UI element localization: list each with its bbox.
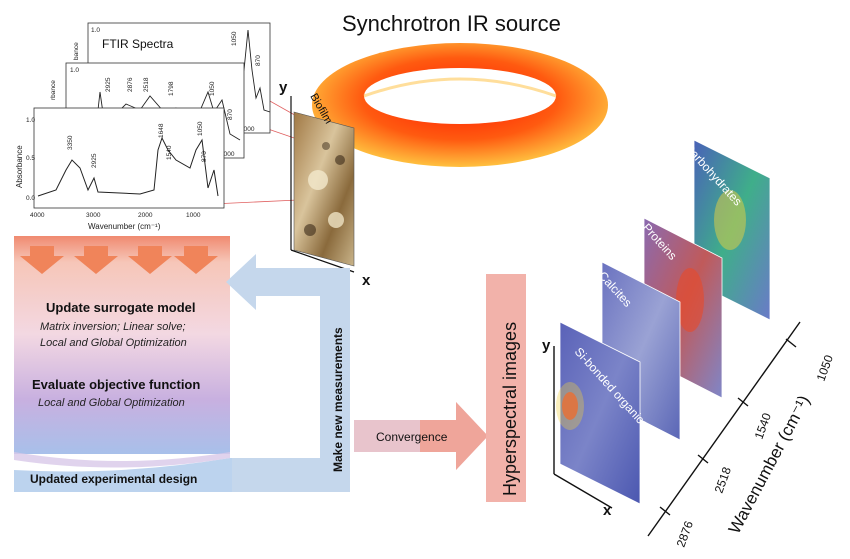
hyper-y-axis: y <box>542 337 551 354</box>
ftir-xlabel: Wavenumber (cm⁻¹) <box>88 222 161 231</box>
step1-line1: Matrix inversion; Linear solve; <box>40 321 186 333</box>
ftir-mid-ytick: 1.0 <box>70 67 79 74</box>
biofilm-x-axis: x <box>362 272 371 289</box>
wavenumber-tick: 2518 <box>712 465 734 495</box>
hyperspectral-stack: Carbohydrates Proteins Calcites Si-bonde… <box>542 139 836 549</box>
loop-arrow <box>226 254 350 492</box>
ftir-back-ytick: 1.0 <box>91 27 100 34</box>
biofilm-y-axis: y <box>279 79 288 96</box>
ftir-front-peak: 870 <box>201 151 208 162</box>
ftir-back-xtick: 1000 <box>240 126 255 133</box>
source-title: Synchrotron IR source <box>342 11 561 36</box>
hyperspectral-box: Hyperspectral images <box>486 274 526 502</box>
ftir-xtick: 2000 <box>138 212 153 219</box>
ftir-mid-peak: 1798 <box>168 81 175 96</box>
ftir-mid-peak: 1050 <box>209 81 216 96</box>
layer-si-bonded-organics: Si-bonded organics <box>556 321 651 505</box>
ftir-xtick: 4000 <box>30 212 45 219</box>
wavenumber-tick: 1540 <box>752 411 774 441</box>
ftir-front-peak: 3350 <box>67 135 74 150</box>
step2-line1: Local and Global Optimization <box>38 397 185 409</box>
ftir-back-peak: 1050 <box>231 31 238 46</box>
hyper-x-axis: x <box>603 502 612 519</box>
wavenumber-axis <box>647 321 801 537</box>
loop-label: Make new measurements <box>331 327 345 472</box>
ftir-spectra-stack: FTIR Spectra bance 1.0 1000 1050 870 rba… <box>15 22 271 231</box>
step3-title: Updated experimental design <box>30 472 197 486</box>
ftir-mid-peak: 2876 <box>127 77 134 92</box>
down-arrows <box>20 246 218 274</box>
wavenumber-tick: 2876 <box>674 519 696 549</box>
ftir-mid-peak: 2518 <box>143 77 150 92</box>
step2-title: Evaluate objective function <box>32 377 200 392</box>
ftir-ylabel: Absorbance <box>15 145 24 188</box>
ftir-front-panel <box>33 107 225 209</box>
ftir-ytick: 0.0 <box>26 195 35 202</box>
convergence-label: Convergence <box>376 430 448 444</box>
ftir-xtick: 1000 <box>186 212 201 219</box>
workflow-block: Update surrogate model Matrix inversion;… <box>14 236 350 492</box>
ftir-mid-peak: 2925 <box>105 77 112 92</box>
ftir-front-peak: 1540 <box>166 145 173 160</box>
biofilm-sample: Biofilm y x <box>279 79 371 289</box>
ftir-front-peak: 1050 <box>197 121 204 136</box>
step1-title: Update surrogate model <box>46 300 196 315</box>
ftir-mid-ylabel: rbance <box>50 80 57 100</box>
ftir-front-peak: 2925 <box>91 153 98 168</box>
wavenumber-tick: 1050 <box>814 353 836 383</box>
ftir-ytick: 0.5 <box>26 155 35 162</box>
ftir-mid-peak: 870 <box>227 109 234 120</box>
ftir-title: FTIR Spectra <box>102 37 174 51</box>
step1-line2: Local and Global Optimization <box>40 337 187 349</box>
synchrotron-ring <box>312 43 608 167</box>
ftir-front-peak: 1648 <box>158 123 165 138</box>
ftir-mid-xtick: 1000 <box>220 151 235 158</box>
ftir-back-ylabel: bance <box>73 42 80 60</box>
ftir-ytick: 1.0 <box>26 117 35 124</box>
wavenumber-axis-label: Wavenumber (cm⁻¹) <box>725 392 814 537</box>
ftir-xtick: 3000 <box>86 212 101 219</box>
ftir-back-peak: 870 <box>255 55 262 66</box>
convergence-arrow: Convergence <box>354 402 488 470</box>
hyperspectral-label: Hyperspectral images <box>500 322 520 496</box>
